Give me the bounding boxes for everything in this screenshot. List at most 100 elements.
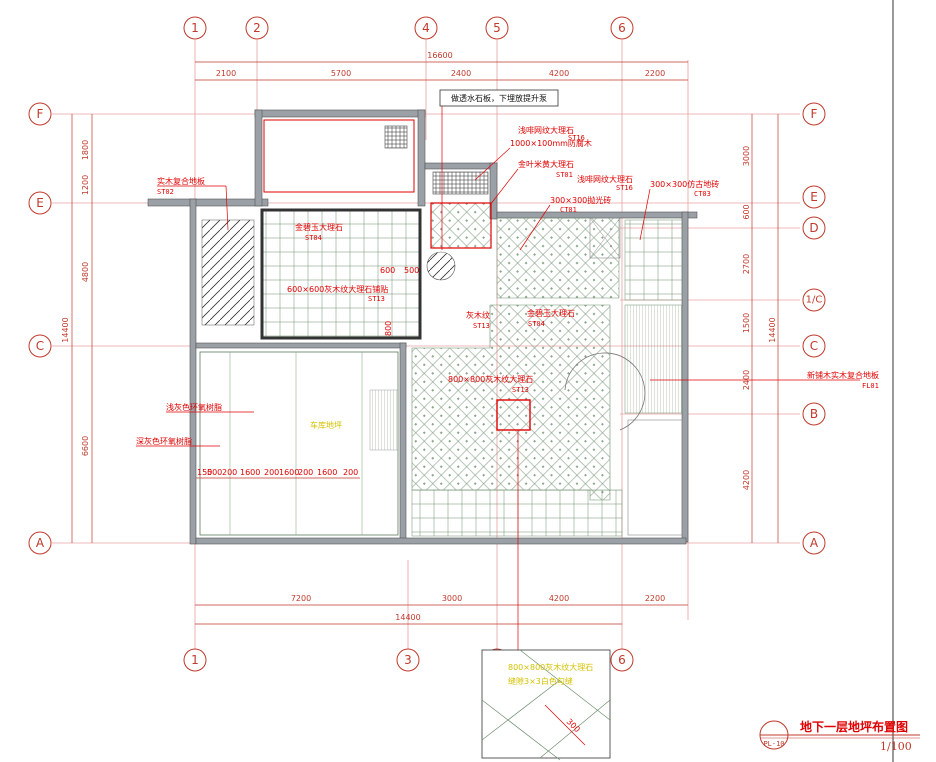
dimensions-right: 3000 600 2700 1500 2400 4200 14400 bbox=[742, 114, 779, 543]
svg-text:A: A bbox=[36, 536, 45, 550]
svg-text:800×800灰木纹大理石: 800×800灰木纹大理石 bbox=[508, 662, 593, 672]
svg-text:灰木纹: 灰木纹 bbox=[466, 310, 490, 320]
svg-text:500: 500 bbox=[207, 468, 222, 477]
svg-text:4200: 4200 bbox=[549, 594, 569, 603]
svg-text:7200: 7200 bbox=[291, 594, 311, 603]
svg-text:ST02: ST02 bbox=[157, 188, 174, 196]
svg-text:1000×100mm防腐木: 1000×100mm防腐木 bbox=[510, 138, 592, 148]
grey-wood-tile-room bbox=[260, 208, 422, 340]
svg-text:F: F bbox=[37, 107, 44, 121]
svg-text:600×600灰木纹大理石铺贴: 600×600灰木纹大理石铺贴 bbox=[287, 284, 388, 294]
note-text: 做透水石板，下埋放提升泵 bbox=[451, 93, 547, 103]
detail-inset: 300 800×800灰木纹大理石 缝隙3×3白色勾缝 bbox=[481, 649, 611, 761]
svg-text:600: 600 bbox=[742, 204, 751, 219]
svg-text:ST16: ST16 bbox=[568, 134, 585, 142]
svg-text:1200: 1200 bbox=[81, 175, 90, 195]
svg-text:1: 1 bbox=[191, 653, 199, 667]
svg-text:1/C: 1/C bbox=[806, 295, 823, 306]
svg-text:ST13: ST13 bbox=[368, 295, 385, 303]
svg-text:缝隙3×3白色勾缝: 缝隙3×3白色勾缝 bbox=[508, 676, 573, 686]
round-stair bbox=[564, 352, 646, 431]
svg-text:3000: 3000 bbox=[442, 594, 462, 603]
svg-text:2700: 2700 bbox=[742, 254, 751, 274]
svg-text:A: A bbox=[810, 536, 819, 550]
svg-text:200: 200 bbox=[264, 468, 279, 477]
living-area-tiles bbox=[411, 304, 611, 501]
dimensions-top: 16600 2100 5700 2400 4200 2200 bbox=[195, 51, 688, 81]
drawing-title: 地下一层地坪布置图 bbox=[800, 719, 908, 734]
svg-text:ST04: ST04 bbox=[305, 234, 322, 242]
material-labels: 实木复合地板 ST02 金碧玉大理石 ST04 600×600灰木纹大理石铺贴 … bbox=[136, 125, 879, 447]
axes-left: F E C A bbox=[28, 102, 52, 555]
svg-text:D: D bbox=[809, 221, 818, 235]
round-drain bbox=[426, 251, 456, 281]
detail-callout-box bbox=[496, 399, 531, 431]
svg-text:800×800灰木纹大理石: 800×800灰木纹大理石 bbox=[448, 374, 533, 384]
drain-grate bbox=[384, 125, 408, 149]
svg-text:300×300仿古地砖: 300×300仿古地砖 bbox=[650, 179, 719, 189]
svg-text:4200: 4200 bbox=[549, 69, 569, 78]
drawing-scale: 1/100 bbox=[880, 740, 912, 753]
svg-text:1600: 1600 bbox=[317, 468, 337, 477]
border-tile-strip bbox=[411, 489, 623, 537]
bathroom-area bbox=[627, 419, 683, 536]
wood-floor-left bbox=[201, 219, 255, 326]
svg-text:6: 6 bbox=[618, 21, 626, 35]
antique-tile-area bbox=[624, 219, 683, 301]
svg-text:ST04: ST04 bbox=[528, 320, 545, 328]
svg-text:金碧玉大理石: 金碧玉大理石 bbox=[295, 222, 343, 232]
svg-text:实木复合地板: 实木复合地板 bbox=[157, 176, 205, 186]
garage bbox=[199, 351, 399, 536]
svg-text:ST13: ST13 bbox=[512, 386, 529, 394]
svg-text:2400: 2400 bbox=[451, 69, 471, 78]
svg-text:B: B bbox=[810, 407, 818, 421]
dimensions-bottom: 7200 3000 4200 2200 14400 bbox=[195, 594, 688, 625]
svg-text:新铺木实木复合地板: 新铺木实木复合地板 bbox=[807, 370, 879, 380]
svg-text:5: 5 bbox=[493, 21, 501, 35]
svg-text:PL-10: PL-10 bbox=[763, 740, 784, 748]
svg-text:5700: 5700 bbox=[331, 69, 351, 78]
svg-text:6: 6 bbox=[618, 653, 626, 667]
svg-text:6600: 6600 bbox=[81, 436, 90, 456]
svg-text:3: 3 bbox=[404, 653, 412, 667]
svg-text:1500: 1500 bbox=[742, 313, 751, 333]
title-block: PL-10 地下一层地坪布置图 1/100 bbox=[759, 719, 920, 753]
dimensions-left: 1800 1200 4800 6600 14400 bbox=[61, 114, 93, 543]
svg-text:14400: 14400 bbox=[768, 317, 777, 342]
axes-top: 1 2 4 5 6 bbox=[183, 16, 634, 40]
new-wood-floor bbox=[624, 304, 683, 414]
note-box bbox=[439, 89, 559, 107]
svg-text:200: 200 bbox=[343, 468, 358, 477]
svg-text:800: 800 bbox=[384, 321, 393, 336]
svg-text:14400: 14400 bbox=[395, 613, 420, 622]
svg-text:2100: 2100 bbox=[216, 69, 236, 78]
svg-text:C: C bbox=[810, 339, 818, 353]
svg-text:1600: 1600 bbox=[240, 468, 260, 477]
top-room-outline bbox=[263, 119, 415, 193]
svg-text:2200: 2200 bbox=[645, 69, 665, 78]
svg-text:16600: 16600 bbox=[427, 51, 452, 60]
svg-text:14400: 14400 bbox=[61, 317, 70, 342]
svg-text:浅啡网纹大理石: 浅啡网纹大理石 bbox=[577, 174, 633, 184]
garage-stairs bbox=[369, 389, 399, 451]
svg-text:FL01: FL01 bbox=[862, 382, 879, 390]
svg-text:500: 500 bbox=[404, 266, 419, 275]
svg-text:车库地坪: 车库地坪 bbox=[310, 420, 342, 430]
svg-text:F: F bbox=[811, 107, 818, 121]
svg-text:600: 600 bbox=[380, 266, 395, 275]
stone-patch bbox=[430, 202, 492, 249]
svg-text:E: E bbox=[810, 190, 818, 204]
svg-text:ST13: ST13 bbox=[473, 322, 490, 330]
svg-text:200: 200 bbox=[298, 468, 313, 477]
svg-text:150: 150 bbox=[197, 468, 212, 477]
axes-right: F E D 1/C C B A bbox=[802, 102, 826, 555]
svg-text:CT01: CT01 bbox=[560, 206, 577, 214]
svg-text:浅灰色环氧树脂: 浅灰色环氧树脂 bbox=[166, 402, 222, 412]
walls bbox=[147, 109, 698, 545]
parking-dimensions: 150 500 200 1600 200 1600 200 1600 200 bbox=[196, 468, 360, 479]
drain-strip bbox=[432, 171, 489, 195]
svg-text:1: 1 bbox=[191, 21, 199, 35]
svg-text:浅啡网纹大理石: 浅啡网纹大理石 bbox=[518, 125, 574, 135]
elevator-shaft bbox=[589, 217, 621, 259]
